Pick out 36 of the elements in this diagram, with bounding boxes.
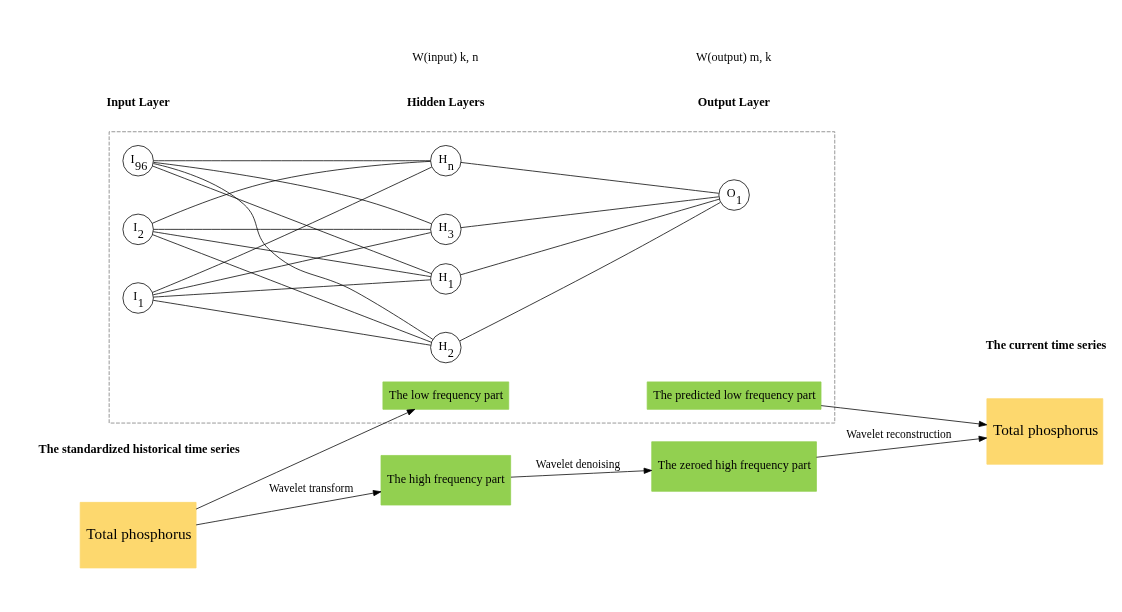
label: The current time series — [985, 337, 1107, 352]
connector — [153, 229, 431, 230]
connector — [460, 196, 720, 228]
arrow — [195, 409, 416, 510]
label: Hidden Layers — [406, 95, 485, 110]
label: W(output) m, k — [695, 49, 772, 64]
connector — [152, 166, 433, 293]
node-box: The high frequency part — [380, 455, 512, 506]
node-box: The low frequency part — [382, 381, 510, 410]
connector — [460, 162, 720, 194]
connector — [459, 202, 721, 342]
arrow — [195, 490, 382, 526]
cluster — [108, 131, 836, 424]
label: Input Layer — [106, 95, 170, 110]
connector — [152, 165, 432, 274]
node-box: The predicted low frequency part — [646, 381, 822, 410]
node-box: The zeroed high frequency part — [651, 441, 817, 492]
edge-label: Wavelet reconstruction — [846, 427, 952, 440]
arrow — [816, 435, 988, 458]
label: The standardized historical time series — [38, 441, 240, 456]
label: W(input) k, n — [412, 49, 479, 64]
connector — [152, 234, 432, 343]
edge-label: Wavelet denoising — [535, 458, 621, 471]
connector — [152, 299, 432, 346]
node-box: Total phosphorus — [79, 502, 197, 569]
connector — [153, 160, 431, 162]
arrow — [510, 467, 653, 478]
connector — [153, 163, 434, 340]
label: Output Layer — [697, 95, 770, 110]
connector — [152, 232, 432, 296]
edge-label: Wavelet transform — [268, 482, 354, 495]
arrow — [820, 405, 988, 427]
connector — [153, 279, 431, 298]
node-box: Total phosphorus — [986, 398, 1104, 465]
connector — [460, 198, 720, 276]
connector — [152, 231, 432, 277]
